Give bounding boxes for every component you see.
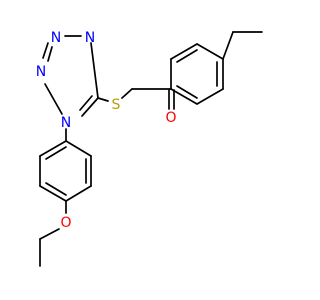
bond-ar2-inner-3 <box>45 146 67 160</box>
bond-ar1-inner-1 <box>176 49 198 63</box>
bond-ethyl-1 <box>222 31 234 60</box>
atom-n-left: N <box>36 64 46 80</box>
atom-n-bottom: N <box>61 115 71 131</box>
structure-drawing: N N N N S O O <box>36 30 263 267</box>
bond-ar2-a <box>65 140 92 157</box>
bond-ar1-b <box>170 43 198 60</box>
atom-o-ether: O <box>60 215 71 231</box>
ethylphenyl-ring <box>170 31 263 105</box>
bond-ar1-f <box>170 88 198 105</box>
atom-s: S <box>112 97 121 113</box>
atom-n-top-left: N <box>51 30 61 46</box>
bond-s-ch2 <box>121 88 133 99</box>
bond-n2-n1-double <box>47 46 53 62</box>
bond-c5-n3-double <box>79 95 93 111</box>
bond-ar1-e <box>196 88 224 105</box>
bond-ar2-c <box>65 185 92 202</box>
bond-n3-n2 <box>44 83 63 115</box>
bond-ar2-f <box>39 140 67 157</box>
bond-ar1-c <box>196 43 224 60</box>
bond-o-ch2 <box>39 228 60 240</box>
bond-n4-c5 <box>90 42 99 99</box>
bond-ar1-inner-3 <box>176 85 198 99</box>
atom-o-carbonyl: O <box>165 110 176 126</box>
atom-n-top-right: N <box>85 30 95 46</box>
thioether-linker <box>97 88 175 110</box>
bond-ar2-d <box>39 185 67 202</box>
atom-labels: N N N N S O O <box>36 30 177 231</box>
ethoxyphenyl-ring <box>39 128 92 267</box>
bond-c5-s <box>97 97 109 102</box>
tetrazole-ring <box>42 35 99 117</box>
bond-n2-n1 <box>42 42 49 59</box>
bond-ar2-inner-2 <box>45 182 67 196</box>
bond-c5-n3 <box>81 97 99 117</box>
molecule-diagram: N N N N S O O <box>36 30 263 267</box>
